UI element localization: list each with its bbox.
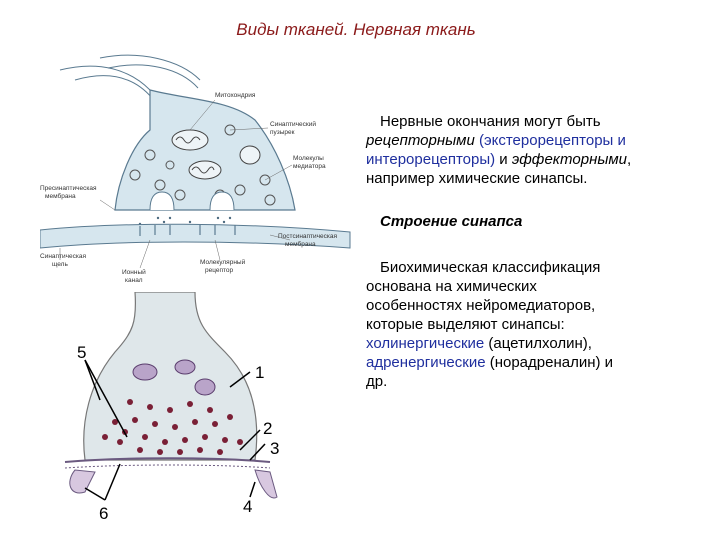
p3-line4: которые выделяют синапсы: bbox=[366, 316, 565, 333]
label-mitochondria: Митохондрия bbox=[215, 92, 256, 99]
label-cleft-2: щель bbox=[52, 261, 68, 268]
synapse-schematic-figure: Митохондрия Синаптический пузырек Молеку… bbox=[40, 54, 351, 284]
terminal-bulb bbox=[83, 292, 258, 461]
p1-line1: Нервные окончания могут быть bbox=[380, 113, 601, 130]
p3-line6a: адренергические bbox=[366, 354, 486, 371]
figure-number-6: 6 bbox=[99, 504, 108, 522]
label-vesicle-1: Синаптический bbox=[270, 120, 316, 128]
presynaptic-terminal bbox=[114, 89, 296, 211]
label-ion-2: канал bbox=[125, 277, 143, 284]
figure-number-4: 4 bbox=[243, 497, 252, 516]
label-molecules-1: Молекулы bbox=[293, 155, 324, 162]
p1-line3a: интерорецепторы) bbox=[366, 151, 496, 168]
paragraph-biochemical-classification: Биохимическая классификация основана на … bbox=[366, 258, 696, 391]
synapse-micrograph-figure: 1 2 3 4 5 6 bbox=[64, 292, 279, 522]
label-presyn-1: Пресинаптическая bbox=[40, 185, 97, 192]
label-vesicle-2: пузырек bbox=[270, 129, 295, 136]
release-sites bbox=[149, 191, 235, 211]
figure-number-3: 3 bbox=[270, 439, 279, 458]
synapse-structure-heading: Строение синапса bbox=[380, 213, 523, 230]
p1-line2a: рецепторными bbox=[366, 132, 475, 149]
paragraph-nerve-endings: Нервные окончания могут быть рецепторным… bbox=[366, 112, 696, 188]
slide-title: Виды тканей. Нервная ткань bbox=[236, 20, 476, 39]
p3-line5a: холинергические bbox=[366, 335, 485, 352]
p3-line7: др. bbox=[366, 373, 388, 390]
figure-number-5: 5 bbox=[77, 343, 86, 362]
label-ion-1: Ионный bbox=[122, 268, 146, 276]
figure-number-1: 1 bbox=[255, 363, 264, 382]
synaptic-vesicles bbox=[129, 124, 276, 206]
label-receptor-1: Молекулярный bbox=[200, 258, 246, 266]
p1-line3c: эффекторными bbox=[511, 151, 627, 168]
p3-line5b: (ацетилхолин), bbox=[484, 335, 592, 352]
mitochondria-group bbox=[171, 129, 261, 180]
label-molecules-2: медиатора bbox=[293, 163, 326, 170]
p3-line2: основана на химических bbox=[366, 278, 537, 295]
label-presyn-2: мембрана bbox=[45, 192, 76, 200]
label-postsyn-2: мембрана bbox=[285, 240, 316, 248]
label-receptor-2: рецептор bbox=[205, 267, 234, 274]
p3-line1: Биохимическая классификация bbox=[380, 259, 601, 276]
p3-line6b: (норадреналин) и bbox=[485, 354, 614, 371]
paragraph-synapse-structure: Строение синапса bbox=[366, 212, 696, 231]
p1-line3d: , bbox=[627, 151, 632, 168]
label-postsyn-1: Постсинаптическая bbox=[278, 233, 338, 240]
p1-line4: например химические синапсы. bbox=[366, 170, 588, 187]
figure-number-2: 2 bbox=[263, 419, 272, 438]
p1-line2b: (экстерорецепторы и bbox=[474, 132, 626, 149]
label-cleft-1: Синаптическая bbox=[40, 253, 87, 260]
p1-line3b: и bbox=[495, 151, 512, 168]
postsynaptic-membrane bbox=[40, 223, 351, 249]
p3-line3: особенностях нейромедиаторов, bbox=[366, 297, 596, 314]
